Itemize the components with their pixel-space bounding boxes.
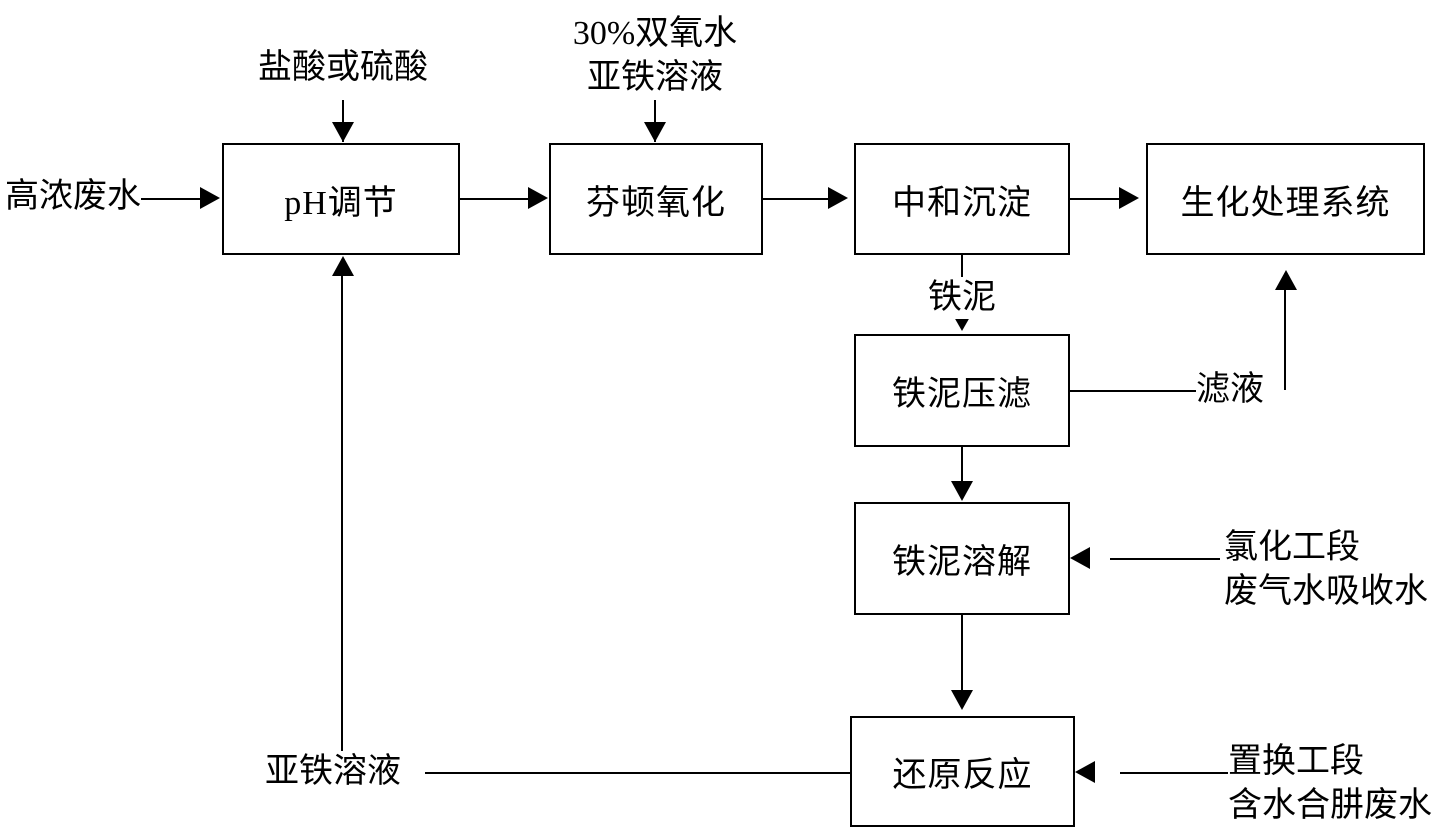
arrow-fenton-to-neutralization bbox=[828, 187, 848, 209]
connector-neutralization-to-bio-line bbox=[1070, 198, 1122, 200]
connector-filtrate-horizontal-line bbox=[1070, 390, 1196, 392]
arrow-neutralization-to-bio bbox=[1119, 187, 1139, 209]
node-fenton-oxidation[interactable]: 芬顿氧化 bbox=[549, 143, 763, 255]
node-iron-sludge-dissolution[interactable]: 铁泥溶解 bbox=[854, 502, 1070, 615]
label-chlorination-line2: 废气水吸收水 bbox=[1224, 573, 1428, 610]
label-ferrous-solution: 亚铁溶液 bbox=[265, 751, 401, 793]
node-iron-sludge-press-filter[interactable]: 铁泥压滤 bbox=[854, 334, 1070, 447]
label-replacement-line1: 置换工段 bbox=[1228, 743, 1364, 780]
arrow-chlorination-to-dissolution bbox=[1070, 547, 1090, 569]
arrow-ph-to-fenton bbox=[528, 187, 548, 209]
arrow-dissolution-to-reduction bbox=[951, 690, 973, 710]
arrow-peroxide-to-fenton bbox=[644, 122, 666, 142]
connector-dissolution-to-reduction-line bbox=[961, 615, 963, 693]
connector-chlorination-line bbox=[1110, 558, 1220, 560]
label-iron-sludge: 铁泥 bbox=[928, 277, 996, 319]
node-reduction-reaction[interactable]: 还原反应 bbox=[850, 716, 1075, 827]
connector-filtrate-vertical-line bbox=[1284, 288, 1286, 390]
connector-peroxide-line bbox=[654, 100, 656, 142]
arrow-replacement-to-reduction bbox=[1075, 761, 1095, 783]
connector-ph-to-fenton-line bbox=[460, 198, 532, 200]
arrow-iron-sludge-to-press-filter bbox=[954, 317, 970, 331]
connector-iron-sludge-upper-line bbox=[961, 255, 963, 280]
connector-fenton-to-neutralization-line bbox=[763, 198, 831, 200]
label-filtrate: 滤液 bbox=[1196, 369, 1264, 411]
label-acid-input: 盐酸或硫酸 bbox=[258, 47, 428, 89]
node-neutralization-precipitation[interactable]: 中和沉淀 bbox=[854, 143, 1070, 255]
label-replacement-line2: 含水合肼废水 bbox=[1228, 787, 1432, 824]
label-chlorination-line1: 氯化工段 bbox=[1224, 529, 1360, 566]
connector-ferrous-horizontal-line bbox=[425, 772, 850, 774]
label-peroxide-line2: 亚铁溶液 bbox=[586, 59, 723, 96]
label-influent: 高浓废水 bbox=[5, 176, 141, 218]
connector-influent-line bbox=[128, 198, 200, 200]
label-peroxide-line1: 30%双氧水 bbox=[572, 15, 738, 52]
node-biochemical-treatment-system[interactable]: 生化处理系统 bbox=[1146, 143, 1425, 255]
label-chlorination-input: 氯化工段 废气水吸收水 bbox=[1224, 526, 1428, 614]
node-ph-adjust[interactable]: pH调节 bbox=[222, 143, 460, 255]
arrow-filtrate-to-bio bbox=[1275, 270, 1297, 290]
connector-replacement-line bbox=[1120, 772, 1230, 774]
arrow-press-filter-to-dissolution bbox=[951, 481, 973, 501]
label-peroxide-input: 30%双氧水 亚铁溶液 bbox=[572, 12, 738, 100]
connector-ferrous-vertical-line bbox=[341, 275, 343, 772]
arrow-influent-to-ph-adjust bbox=[200, 187, 220, 209]
connector-press-filter-to-dissolution-line bbox=[961, 447, 963, 484]
label-replacement-input: 置换工段 含水合肼废水 bbox=[1228, 740, 1432, 828]
arrow-acid-to-ph-adjust bbox=[332, 122, 354, 142]
arrow-ferrous-to-ph-adjust bbox=[332, 256, 354, 276]
connector-acid-line bbox=[342, 100, 344, 142]
